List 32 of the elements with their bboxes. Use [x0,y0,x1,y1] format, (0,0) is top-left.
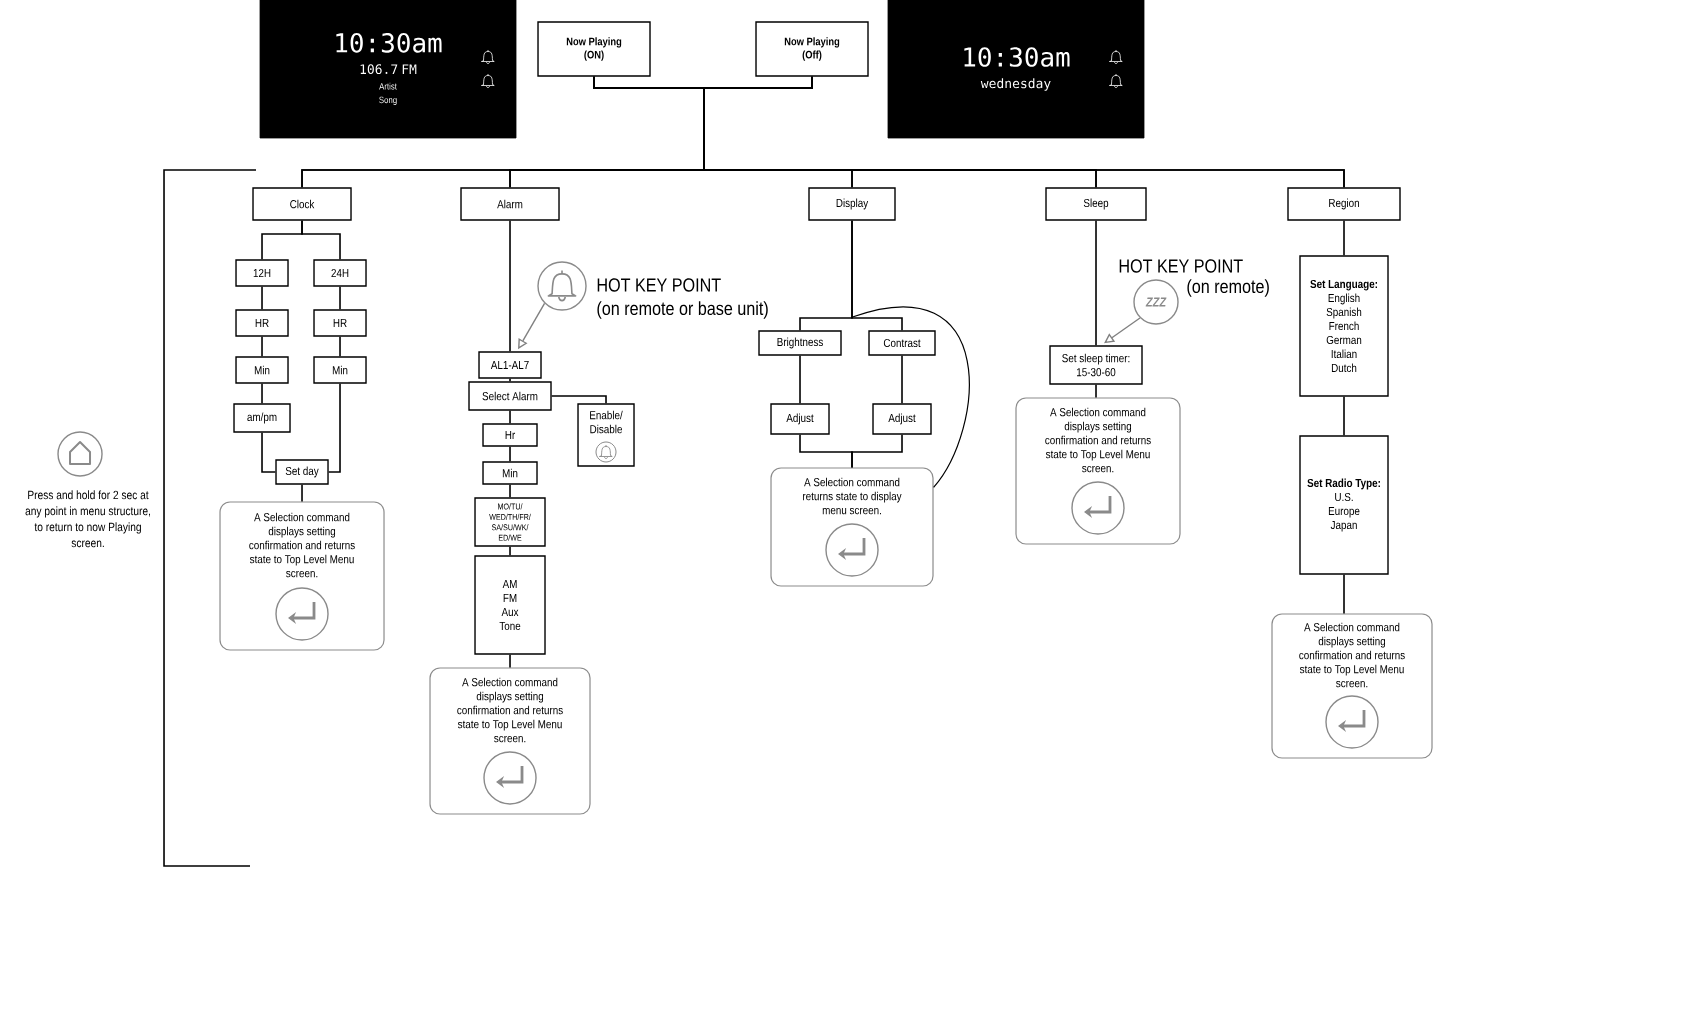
hot-key-label: HOT KEY POINT [1119,259,1243,273]
bell-icon [537,261,587,311]
connector [799,354,801,405]
connector [509,545,511,557]
connector [509,219,511,353]
connector [261,285,263,311]
return-line [851,306,970,488]
connector [509,445,511,463]
connector [509,409,511,425]
connector [261,335,263,358]
connector [550,395,607,405]
connector [901,354,903,405]
connector [1095,383,1097,399]
connector [301,483,303,503]
connector [509,483,511,499]
hot-key-label: (on remote) [1187,279,1269,297]
connector [851,433,903,469]
connector [509,653,511,669]
connector [1095,219,1097,347]
connector [327,382,341,473]
arrow [1104,317,1141,344]
connector [339,285,341,311]
connector [261,382,263,405]
connector [261,431,277,473]
connector [339,335,341,358]
connector [1343,395,1345,437]
connector [301,219,341,261]
connector [1343,219,1345,257]
connector [1343,573,1345,615]
hot-key-label: (on remote or base unit) [597,301,768,319]
connector [851,219,903,332]
hot-key-label: HOT KEY POINT [597,278,721,292]
